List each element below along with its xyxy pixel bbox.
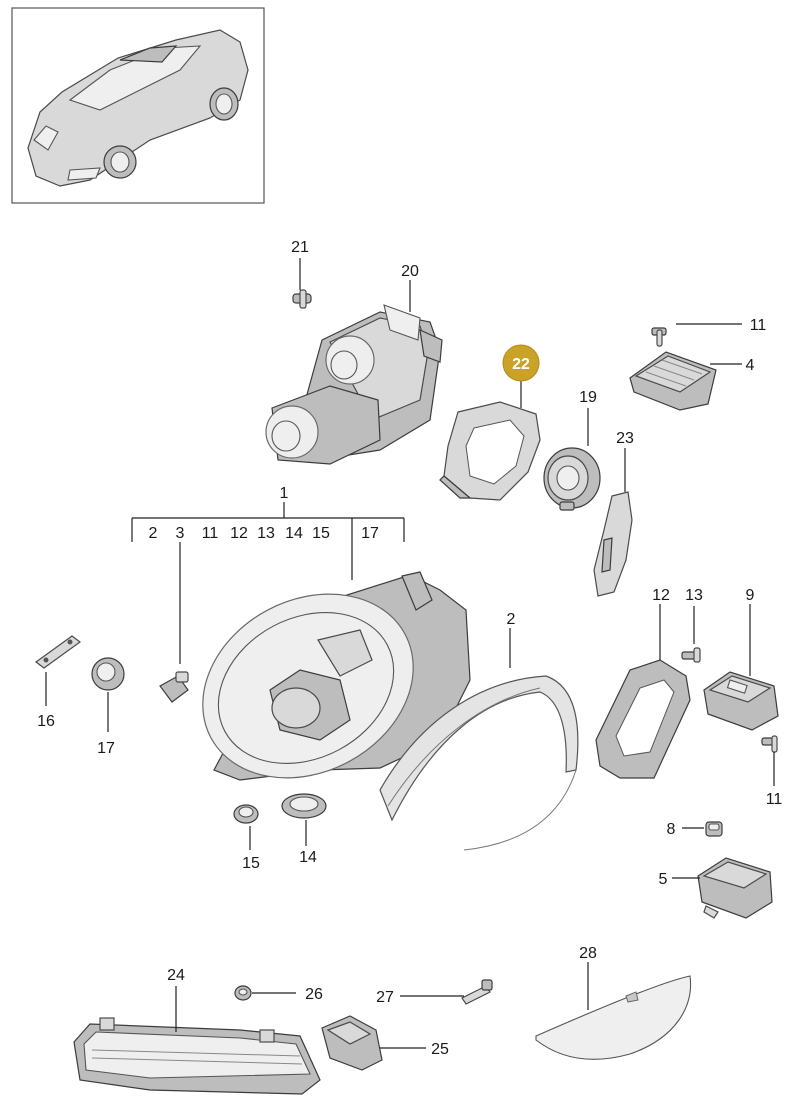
part-screw-13 [681, 647, 701, 663]
callout-14[interactable]: 14 [299, 849, 317, 866]
callout-9[interactable]: 9 [746, 587, 755, 604]
part-screw-11-top [651, 327, 667, 347]
callout-2[interactable]: 2 [149, 525, 158, 542]
part-screw-11-right [761, 735, 778, 753]
leader-lines [45, 258, 775, 1049]
part-screw-27 [461, 979, 493, 1005]
callout-27[interactable]: 27 [376, 989, 394, 1006]
callout-11-group[interactable]: 11 [202, 525, 219, 542]
callout-8[interactable]: 8 [667, 821, 676, 838]
callout-20[interactable]: 20 [401, 263, 419, 280]
callout-23[interactable]: 23 [616, 430, 634, 447]
callout-12-group[interactable]: 12 [230, 525, 248, 542]
part-cover-cap-19 [543, 447, 601, 511]
vehicle-thumbnail [11, 7, 265, 204]
callout-1[interactable]: 1 [280, 485, 289, 502]
callout-26[interactable]: 26 [305, 986, 323, 1003]
callout-13[interactable]: 13 [685, 587, 703, 604]
callout-labels: 21 20 11 4 19 23 1 2 3 11 12 13 14 15 17… [37, 239, 782, 1058]
callout-15-group[interactable]: 15 [312, 525, 330, 542]
part-screw-21 [292, 289, 312, 309]
callout-16[interactable]: 16 [37, 713, 55, 730]
callout-4[interactable]: 4 [746, 357, 755, 374]
callout-28[interactable]: 28 [579, 945, 597, 962]
part-daytime-light-24 [73, 1017, 321, 1095]
callout-12[interactable]: 12 [652, 587, 670, 604]
part-module-9 [703, 671, 779, 731]
part-headlight-housing-1 [202, 571, 471, 781]
part-side-marker-28 [535, 975, 692, 1060]
callout-24[interactable]: 24 [167, 967, 185, 984]
part-cap-15 [233, 804, 259, 824]
callout-17[interactable]: 17 [97, 740, 115, 757]
callout-3[interactable]: 3 [176, 525, 185, 542]
part-control-unit-5 [697, 857, 773, 919]
callout-19[interactable]: 19 [579, 389, 597, 406]
car-illustration [27, 29, 249, 187]
part-connector-25 [321, 1015, 383, 1071]
callout-25[interactable]: 25 [431, 1041, 449, 1058]
part-gasket-2 [379, 675, 579, 851]
part-bracket-23 [593, 491, 633, 597]
item1-bracket [131, 502, 405, 580]
callout-21[interactable]: 21 [291, 239, 309, 256]
callout-11-top[interactable]: 11 [750, 317, 767, 334]
callout-13-group[interactable]: 13 [257, 525, 275, 542]
part-light-module-20 [265, 304, 443, 465]
part-bulb-3 [159, 671, 189, 703]
part-bracket-22 [439, 401, 541, 501]
callout-22-highlight[interactable]: 22 [502, 344, 540, 382]
part-control-unit-4 [629, 351, 717, 411]
callout-15[interactable]: 15 [242, 855, 260, 872]
part-nut-8 [705, 821, 723, 837]
callout-22: 22 [512, 356, 530, 373]
part-frame-12 [595, 659, 691, 779]
callout-14-group[interactable]: 14 [285, 525, 303, 542]
part-socket-17 [91, 657, 125, 691]
callout-17-group[interactable]: 17 [361, 525, 379, 542]
part-cover-14 [281, 793, 327, 819]
part-nut-26 [234, 985, 252, 1001]
part-clip-16 [34, 635, 82, 669]
callout-2-gasket[interactable]: 2 [507, 611, 516, 628]
callout-11-right[interactable]: 11 [766, 791, 783, 808]
callout-5[interactable]: 5 [659, 871, 668, 888]
